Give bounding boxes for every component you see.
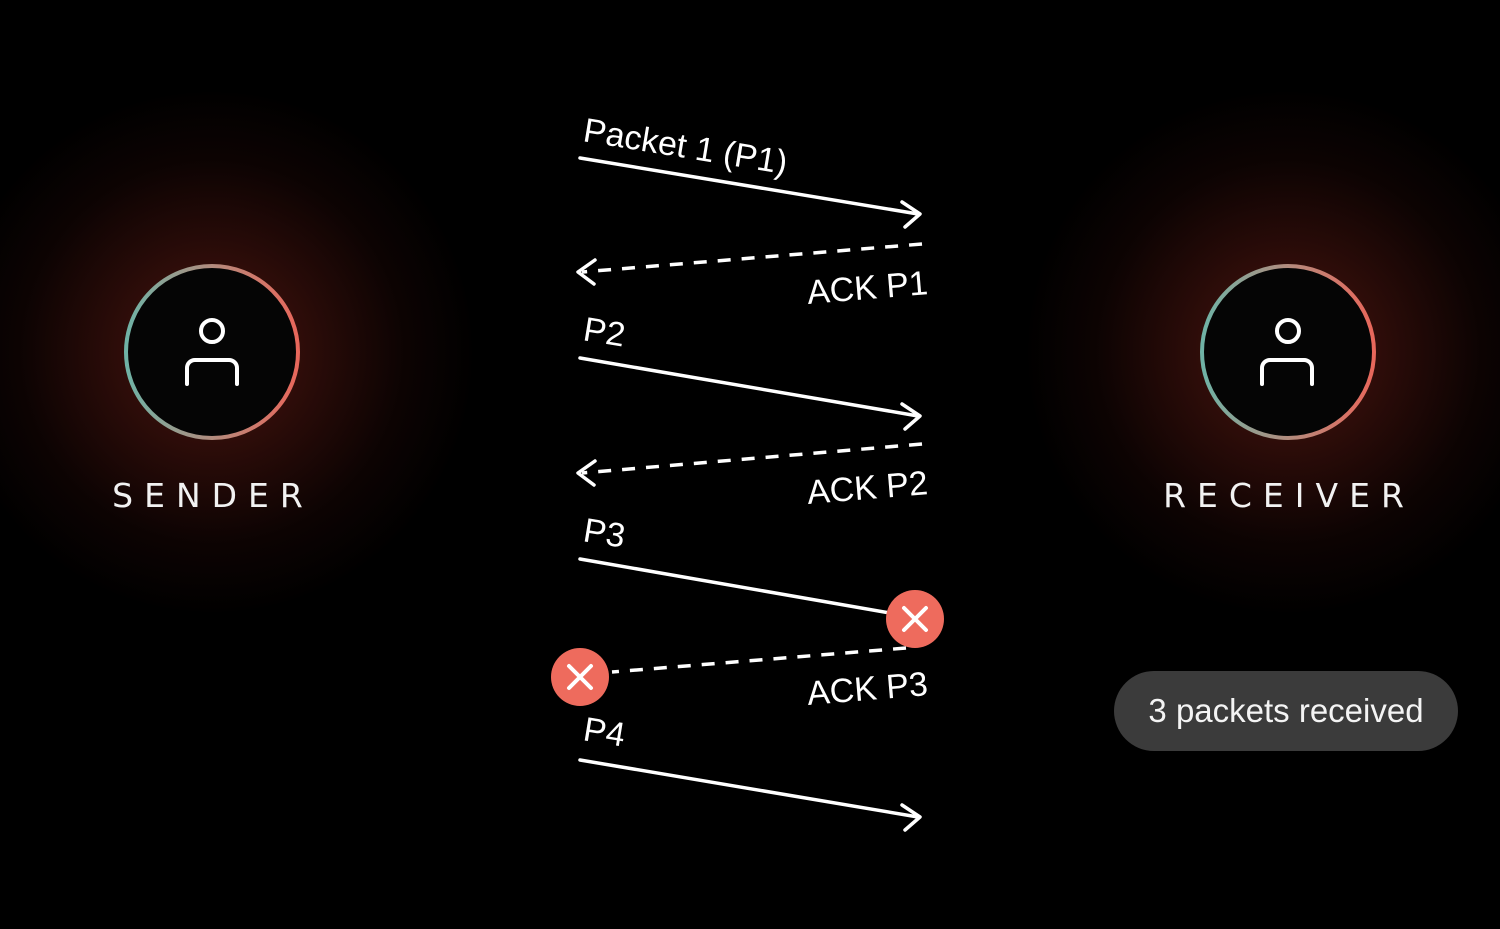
message-label: ACK P1 xyxy=(806,264,930,312)
message-p2: P2 xyxy=(578,310,922,431)
arrowhead-icon xyxy=(576,258,597,286)
receiver-node xyxy=(1200,264,1376,440)
message-label: P2 xyxy=(581,310,628,354)
message-p3: P3 xyxy=(578,511,944,648)
receiver-label: RECEIVER xyxy=(1163,476,1415,515)
sender-node xyxy=(124,264,300,440)
sender-ring xyxy=(124,264,300,440)
lost-packet-icon xyxy=(886,590,944,648)
arrowhead-icon xyxy=(900,402,922,431)
message-label: ACK P2 xyxy=(806,464,930,512)
message-ack-p1: ACK P1 xyxy=(576,242,930,312)
arrowhead-icon xyxy=(576,459,597,487)
sender-label: SENDER xyxy=(112,476,314,515)
person-icon xyxy=(185,318,239,386)
message-label: Packet 1 (P1) xyxy=(581,111,790,182)
person-icon xyxy=(1260,318,1314,386)
message-ack-p3: ACK P3 xyxy=(551,646,930,713)
arrowhead-icon xyxy=(900,200,922,229)
message-packet-1: Packet 1 (P1) xyxy=(578,111,922,229)
arrowhead-icon xyxy=(900,803,922,832)
status-badge: 3 packets received xyxy=(1114,671,1458,751)
lost-ack-icon xyxy=(551,648,609,706)
message-p4: P4 xyxy=(578,710,922,832)
message-label: P4 xyxy=(581,710,628,754)
receiver-ring xyxy=(1200,264,1376,440)
message-label: P3 xyxy=(581,511,628,555)
message-label: ACK P3 xyxy=(806,665,930,713)
status-text: 3 packets received xyxy=(1148,692,1424,729)
message-ack-p2: ACK P2 xyxy=(576,442,930,512)
